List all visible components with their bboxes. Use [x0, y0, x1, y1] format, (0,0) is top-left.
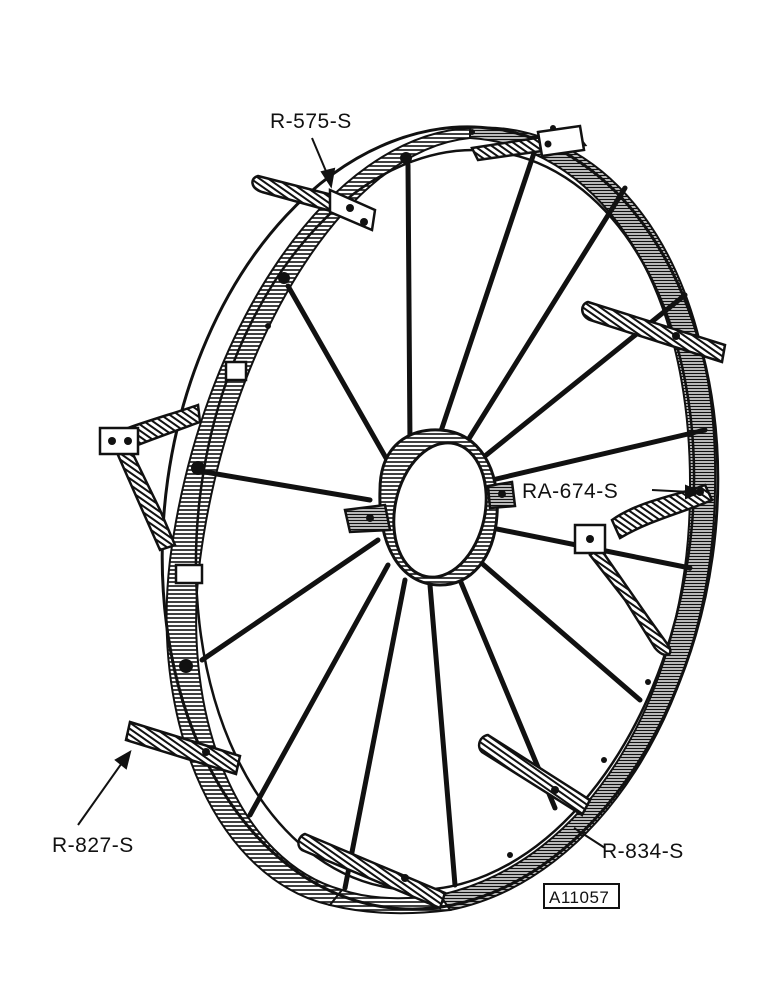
- spokes: [199, 147, 708, 891]
- rim-bolt-holes: [179, 125, 651, 858]
- hub: [343, 428, 517, 587]
- label-bottom-right: R-834-S: [602, 840, 684, 863]
- bracket-top-right: [470, 124, 588, 162]
- bracket-bottom-right: [477, 733, 592, 817]
- bracket-bottom-center: [297, 832, 447, 910]
- label-bottom-left: R-827-S: [52, 834, 134, 857]
- figure-code: A11057: [549, 888, 609, 907]
- bracket-bottom-left: [124, 720, 242, 776]
- bracket-right-upper: [581, 300, 727, 364]
- leader-lines: [77, 137, 703, 849]
- figure-code-box: A11057: [543, 883, 620, 909]
- bracket-left-assembly: [98, 360, 248, 585]
- label-top: R-575-S: [270, 110, 352, 133]
- label-right: RA-674-S: [522, 480, 618, 503]
- bracket-top: [251, 174, 377, 232]
